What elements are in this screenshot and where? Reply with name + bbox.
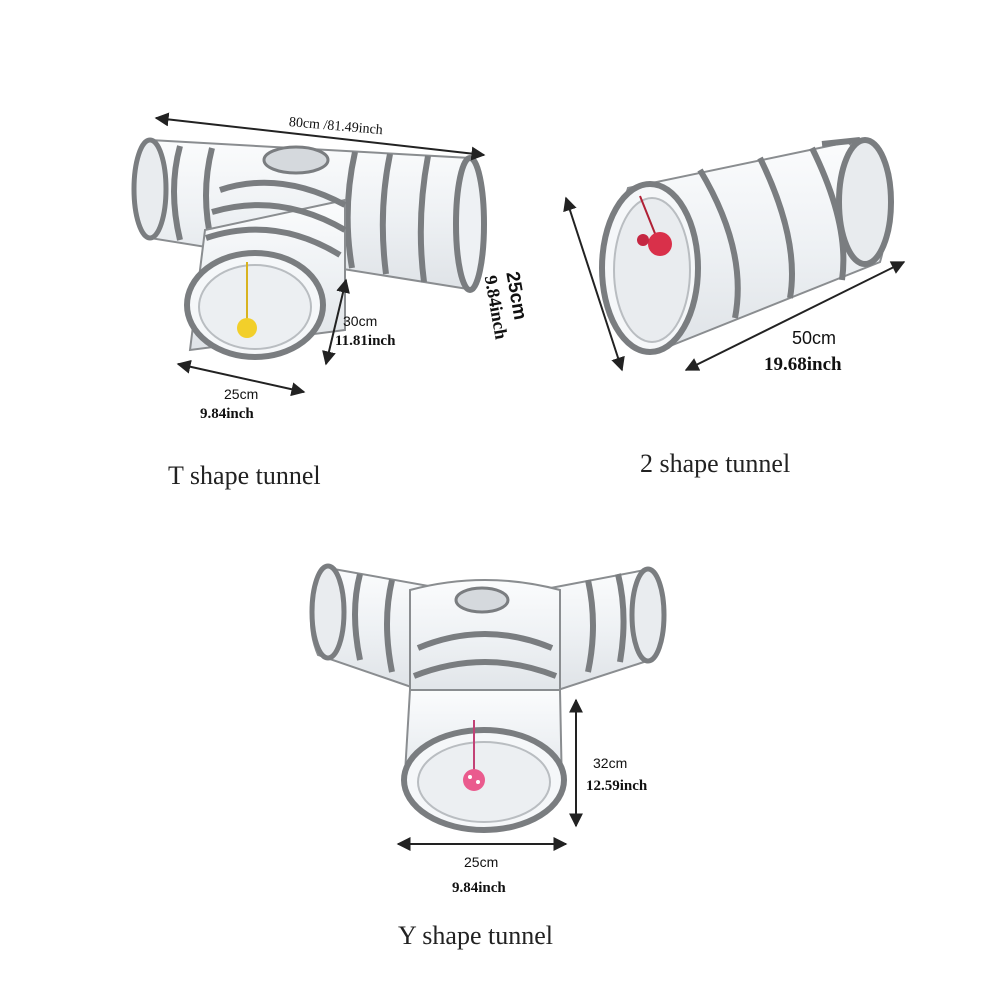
y-height-inch: 12.59inch (586, 778, 648, 794)
t-shape-tunnel-image (131, 137, 487, 360)
t-shape-caption: T shape tunnel (168, 461, 321, 490)
t-width-cm: 25cm (224, 386, 259, 402)
two-length-cm: 50cm (792, 328, 837, 348)
t-height-inch: 11.81inch (335, 333, 396, 349)
y-shape-tunnel-image (309, 563, 667, 833)
two-shape-caption: 2 shape tunnel (640, 449, 791, 478)
y-width-cm: 25cm (464, 854, 499, 870)
y-width-inch: 9.84inch (452, 880, 506, 896)
y-height-cm: 32cm (593, 755, 628, 771)
2-shape-tunnel-image (599, 137, 894, 355)
y-shape-caption: Y shape tunnel (398, 921, 553, 950)
two-length-inch: 19.68inch (764, 354, 842, 375)
t-width-inch: 9.84inch (200, 406, 254, 422)
t-height-cm: 30cm (343, 313, 378, 329)
